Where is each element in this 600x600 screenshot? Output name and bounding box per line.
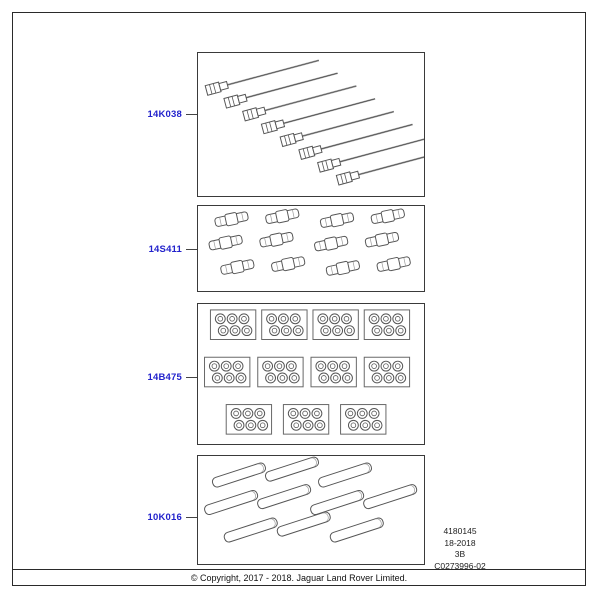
shrink-tube: [222, 516, 279, 544]
doc-info: 4180145 18-2018 3B C0273996-02: [418, 526, 502, 572]
seal-tray: [226, 405, 271, 435]
splice-connector: [369, 206, 406, 226]
doc-sheet: 3B: [454, 549, 466, 559]
terminal-wire: [223, 67, 340, 109]
panel-10K016: [197, 455, 425, 565]
part-label-14S411[interactable]: 14S411: [148, 244, 182, 255]
shrink-tube: [308, 488, 366, 517]
copyright-text: © Copyright, 2017 - 2018. Jaguar Land Ro…: [190, 573, 408, 583]
shrink-tube: [202, 488, 260, 517]
terminal-wires-illustration: [204, 54, 424, 186]
shrink-tube: [362, 482, 419, 511]
terminal-wire: [204, 54, 322, 97]
part-label-14K038[interactable]: 14K038: [147, 109, 182, 120]
splice-connector: [270, 254, 307, 274]
splice-connector: [313, 233, 350, 254]
terminal-wire: [297, 118, 415, 161]
leader-line: [186, 377, 197, 378]
splice-connector: [364, 229, 400, 250]
seal-trays-illustration: [198, 304, 424, 444]
shrink-tubes-illustration: [202, 456, 419, 544]
terminal-wire: [316, 131, 424, 174]
splice-connector: [258, 229, 295, 250]
seal-tray: [341, 405, 386, 435]
shrink-tube: [328, 516, 385, 544]
doc-number: 4180145: [443, 526, 477, 536]
splice-connector: [375, 254, 412, 274]
seal-tray: [262, 310, 307, 340]
drawing-number: C0273996-02: [434, 560, 486, 571]
seal-tray: [258, 357, 303, 387]
shrink-tube: [316, 461, 374, 489]
part-label-14B475[interactable]: 14B475: [147, 372, 182, 383]
splice-connector: [207, 232, 244, 253]
terminal-wire: [260, 93, 378, 135]
shrink-tube: [263, 456, 321, 483]
splice-connector: [264, 206, 301, 226]
seal-tray: [210, 310, 255, 340]
seal-tray: [283, 405, 328, 435]
panel-14K038: [197, 52, 425, 197]
leader-line: [186, 249, 197, 250]
part-label-10K016[interactable]: 10K016: [147, 512, 182, 523]
terminal-wire: [279, 105, 396, 148]
leader-line: [186, 114, 197, 115]
seal-tray: [311, 357, 356, 387]
splice-connector: [324, 258, 361, 278]
panel-14B475: [197, 303, 425, 445]
splice-connector: [219, 257, 256, 277]
seal-tray: [205, 357, 250, 387]
doc-date: 18-2018: [444, 537, 476, 548]
footer-bar: © Copyright, 2017 - 2018. Jaguar Land Ro…: [12, 569, 586, 586]
seal-tray: [364, 357, 409, 387]
shrink-tube: [210, 461, 268, 489]
seal-tray: [313, 310, 358, 340]
shrink-tube: [275, 510, 332, 538]
shrink-tube: [255, 482, 313, 511]
splice-connector: [213, 209, 250, 229]
diagram-frame: [12, 12, 586, 586]
splice-connectors-illustration: [207, 206, 412, 278]
splice-connector: [319, 210, 355, 230]
leader-line: [186, 517, 197, 518]
terminal-wire: [241, 80, 359, 122]
panel-14S411: [197, 205, 425, 292]
seal-tray: [364, 310, 409, 340]
